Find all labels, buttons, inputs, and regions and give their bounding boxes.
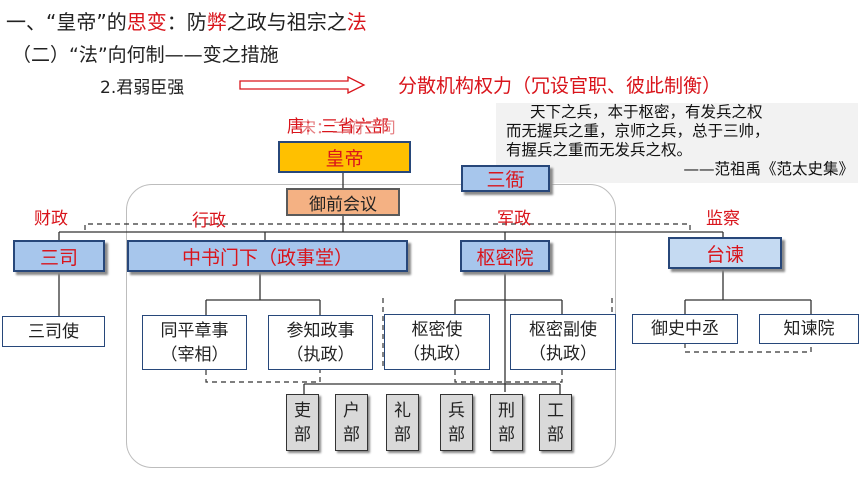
emperor-node: 皇帝 bbox=[278, 141, 411, 173]
category-military: 军政 bbox=[497, 209, 531, 229]
department-char: 部 bbox=[448, 424, 465, 445]
department-char: 部 bbox=[547, 424, 564, 445]
department-box: 吏部 bbox=[286, 394, 319, 451]
zhijian-node: 知谏院 bbox=[759, 314, 859, 344]
department-char: 部 bbox=[343, 424, 360, 445]
node-subtitle: （执政） bbox=[529, 344, 597, 364]
point-label: 2.君弱臣强 bbox=[100, 78, 185, 98]
category-finance: 财政 bbox=[34, 209, 68, 229]
category-admin: 行政 bbox=[192, 211, 226, 231]
department-box: 礼部 bbox=[386, 394, 419, 451]
node-title: 参知政事 bbox=[286, 320, 355, 341]
department-char: 礼 bbox=[394, 400, 411, 421]
shumifushi-node: 枢密副使 （执政） bbox=[510, 314, 616, 370]
canzhi-node: 参知政事 （执政） bbox=[268, 315, 373, 370]
node-subtitle: （执政） bbox=[286, 344, 355, 365]
department-char: 户 bbox=[343, 400, 360, 421]
taijian-node: 台谏 bbox=[668, 237, 782, 269]
arrow-icon bbox=[239, 76, 366, 94]
tongping-node: 同平章事 （宰相） bbox=[142, 315, 247, 370]
department-char: 部 bbox=[294, 424, 311, 445]
quote-line: 有握兵之重而无发兵之权。 bbox=[506, 141, 693, 159]
sansi-node: 三司 bbox=[13, 240, 105, 272]
department-char: 吏 bbox=[294, 400, 311, 421]
node-title: 同平章事 bbox=[160, 320, 229, 341]
department-char: 部 bbox=[394, 424, 411, 445]
yushi-node: 御史中丞 bbox=[632, 314, 738, 344]
subheading: （二）“法”向何制——变之措施 bbox=[12, 44, 279, 66]
zhongshu-node: 中书门下（政事堂） bbox=[127, 240, 408, 272]
quote-line: 天下之兵，本于枢密，有发兵之权 bbox=[530, 103, 763, 121]
department-box: 户部 bbox=[335, 394, 368, 451]
overlay-text: 唐：三省六部 bbox=[287, 117, 389, 137]
overlay-text-2: 宋：二府三司 bbox=[300, 118, 397, 137]
quote-block: 天下之兵，本于枢密，有发兵之权 而无握兵之重，京师之兵，总于三帅， 有握兵之重而… bbox=[496, 103, 858, 183]
sanya-node: 三衙 bbox=[461, 165, 550, 192]
department-box: 刑部 bbox=[490, 394, 523, 451]
department-char: 刑 bbox=[498, 400, 515, 421]
shumishi-node: 枢密使 （执政） bbox=[384, 314, 490, 370]
quote-line: 而无握兵之重，京师之兵，总于三帅， bbox=[506, 122, 770, 140]
node-subtitle: （宰相） bbox=[160, 344, 229, 365]
department-box: 兵部 bbox=[440, 394, 473, 451]
department-box: 工部 bbox=[539, 394, 572, 451]
node-title: 枢密副使 bbox=[529, 320, 597, 340]
node-title: 枢密使 bbox=[411, 320, 463, 340]
department-char: 部 bbox=[498, 424, 515, 445]
quote-source: ——范祖禹《范太史集》 bbox=[683, 160, 854, 178]
department-char: 兵 bbox=[448, 400, 465, 421]
department-char: 工 bbox=[547, 400, 564, 421]
sansishi-node: 三司使 bbox=[2, 316, 105, 347]
shumi-node: 枢密院 bbox=[460, 240, 550, 272]
council-node: 御前会议 bbox=[286, 188, 400, 216]
page-title: 一、“皇帝”的思变：防弊之政与祖宗之法 bbox=[6, 10, 367, 34]
category-supervision: 监察 bbox=[706, 209, 740, 229]
point-result: 分散机构权力（冗设官职、彼此制衡） bbox=[398, 75, 722, 97]
node-subtitle: （执政） bbox=[403, 344, 471, 364]
